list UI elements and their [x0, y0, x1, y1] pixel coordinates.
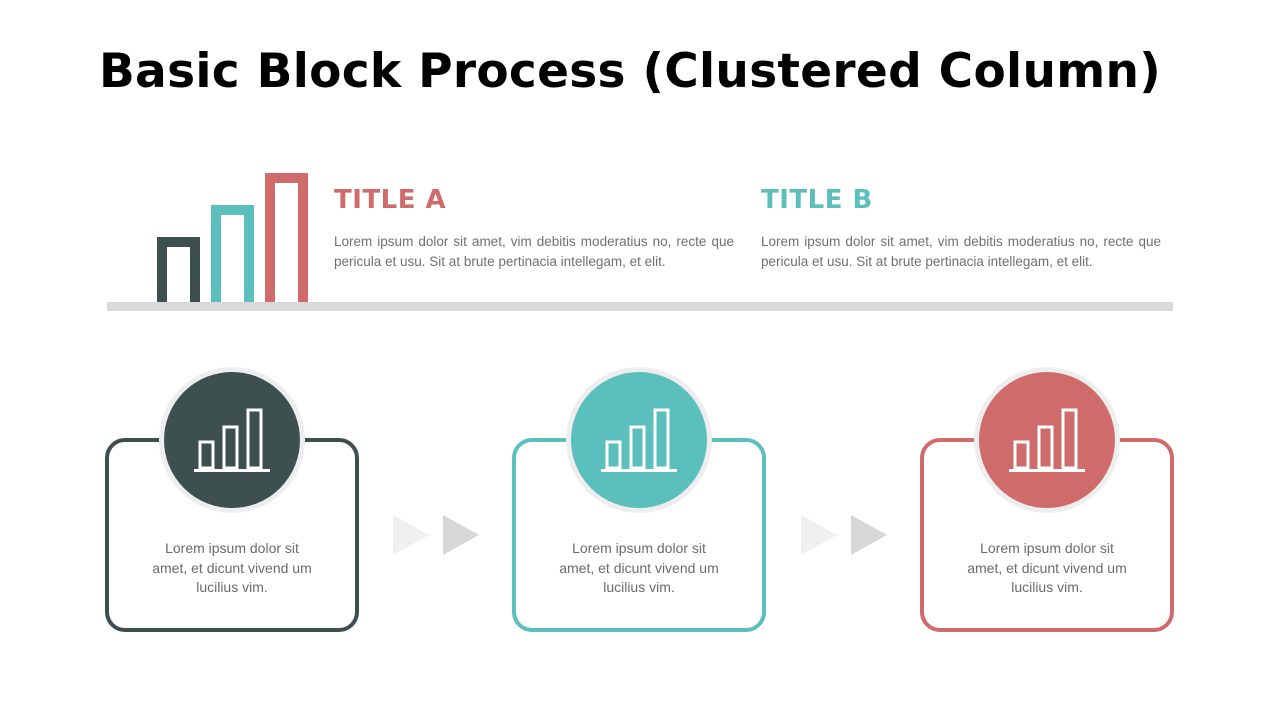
column-medium	[211, 205, 254, 302]
arrow-icon	[851, 515, 887, 555]
bar-chart-icon	[194, 408, 270, 472]
title-b-heading: TITLE B	[761, 185, 873, 215]
baseline-divider	[107, 302, 1173, 311]
step-3-text: Lorem ipsum dolor sit amet, et dicunt vi…	[967, 540, 1127, 595]
arrow-icon	[801, 515, 837, 555]
arrow-icon	[393, 515, 429, 555]
title-a-text: Lorem ipsum dolor sit amet, vim debitis …	[334, 234, 734, 269]
arrow-icon	[443, 515, 479, 555]
step-1-text: Lorem ipsum dolor sit amet, et dicunt vi…	[152, 540, 312, 595]
bar-chart-icon	[601, 408, 677, 472]
step-3-circle	[974, 367, 1120, 513]
step-2-circle	[566, 367, 712, 513]
column-tall	[265, 173, 308, 302]
title-block-b: TITLE B Lorem ipsum dolor sit amet, vim …	[761, 185, 1161, 271]
title-block-a: TITLE A Lorem ipsum dolor sit amet, vim …	[334, 185, 734, 271]
bar-chart-icon	[1009, 408, 1085, 472]
clustered-column-graphic	[150, 165, 315, 305]
step-1-circle	[159, 367, 305, 513]
title-b-text: Lorem ipsum dolor sit amet, vim debitis …	[761, 234, 1161, 269]
title-a-heading: TITLE A	[334, 185, 447, 215]
column-short	[157, 237, 200, 302]
page-title: Basic Block Process (Clustered Column)	[98, 44, 1162, 99]
step-2-text: Lorem ipsum dolor sit amet, et dicunt vi…	[559, 540, 719, 595]
